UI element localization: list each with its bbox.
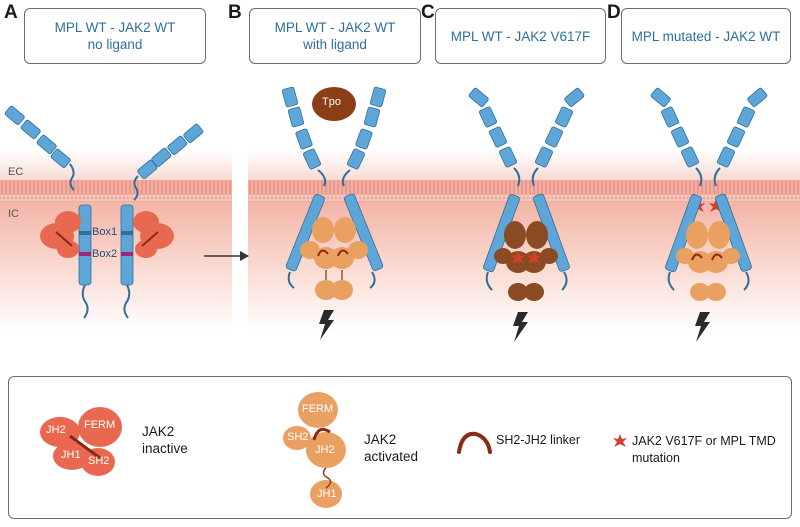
legend-activated-jh2-label: JH2 <box>315 444 335 456</box>
legend-jak2-inactive-graphic <box>40 407 122 476</box>
legend-activated-title: JAK2 activated <box>364 431 418 465</box>
panel-letter-d: D <box>607 2 621 23</box>
legend-mutation-line1: JAK2 V617F or MPL TMD <box>632 434 776 448</box>
legend-inactive-title-line2: inactive <box>142 441 188 456</box>
legend-inactive-title-line1: JAK2 <box>142 424 175 439</box>
legend <box>8 376 792 519</box>
legend-mutation-line2: mutation <box>632 451 680 465</box>
panel-title-c-line1: MPL WT - JAK2 V617F <box>450 28 591 44</box>
panel-letter-a: A <box>4 2 18 23</box>
ic-label: IC <box>8 208 19 220</box>
tpo-ligand <box>312 87 356 121</box>
box1-label: Box1 <box>92 226 118 238</box>
panel-letter-c: C <box>421 2 435 23</box>
panel-letter-b: B <box>228 2 242 23</box>
receptor-right-a <box>120 123 204 319</box>
panel-title-d-line1: MPL mutated - JAK2 WT <box>631 28 781 44</box>
legend-activated-sh2-label: SH2 <box>287 431 309 443</box>
box2-label: Box2 <box>92 248 118 260</box>
membrane-panel-a <box>0 150 232 332</box>
panel-title-a-line2: no ligand <box>87 37 143 52</box>
transition-arrow <box>204 251 249 261</box>
legend-inactive-ferm-label: FERM <box>84 419 116 431</box>
receptor-dimer-b <box>281 86 387 300</box>
receptor-dimer-c <box>468 87 585 301</box>
legend-activated-title-line1: JAK2 <box>364 432 397 447</box>
legend-jak2-activated-graphic <box>283 392 346 508</box>
jak2-inactive-right-a <box>133 211 174 258</box>
legend-inactive-sh2-label: SH2 <box>88 455 110 467</box>
legend-inactive-jh2-label: JH2 <box>46 424 66 436</box>
panel-title-b-line1: MPL WT - JAK2 WT <box>274 20 396 35</box>
legend-inactive-title: JAK2 inactive <box>142 423 188 457</box>
panel-title-c: MPL WT - JAK2 V617F <box>435 8 606 64</box>
legend-activated-ferm-label: FERM <box>302 403 334 415</box>
jak2-inactive-left-a <box>40 211 81 258</box>
legend-activated-jh1-label: JH1 <box>317 488 337 500</box>
panel-title-a: MPL WT - JAK2 WT no ligand <box>24 8 206 64</box>
tpo-label: Tpo <box>322 96 341 108</box>
legend-activated-title-line2: activated <box>364 449 419 464</box>
panel-title-b-line2: with ligand <box>303 37 367 52</box>
legend-inactive-jh1-label: JH1 <box>61 449 81 461</box>
legend-mutation-label: JAK2 V617F or MPL TMD mutation <box>632 433 776 467</box>
receptor-left-a <box>4 105 92 319</box>
panel-title-d: MPL mutated - JAK2 WT <box>621 8 791 64</box>
ec-label: EC <box>8 166 24 178</box>
panel-title-b: MPL WT - JAK2 WT with ligand <box>249 8 421 64</box>
legend-linker-graphic <box>457 431 492 454</box>
legend-linker-label: SH2-JH2 linker <box>496 433 581 447</box>
receptor-dimer-d <box>650 87 768 301</box>
panel-title-a-line1: MPL WT - JAK2 WT <box>54 20 176 35</box>
